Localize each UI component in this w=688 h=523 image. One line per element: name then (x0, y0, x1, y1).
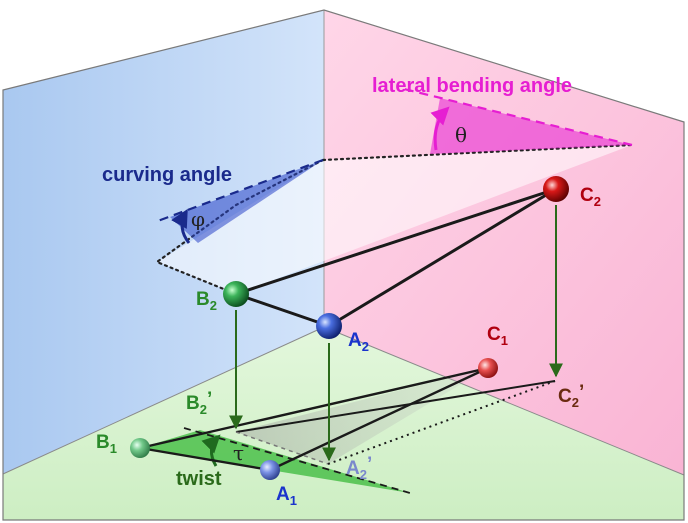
upper-plane-dotted-edge (321, 143, 634, 162)
left-wall (3, 10, 324, 474)
floor-edge-right (323, 326, 685, 476)
upper-plane (157, 145, 632, 294)
edge-A2p-C2p (327, 380, 556, 465)
edge-B2-A2 (235, 292, 330, 328)
tau-symbol: τ (233, 441, 244, 465)
label-C2-sub: 2 (594, 194, 601, 209)
curving-angle-wedge (170, 160, 323, 243)
label-A2-sub: 2 (362, 339, 369, 354)
theta-arc-arrow (430, 106, 450, 151)
label-A2p-sub: 2 (360, 467, 367, 482)
label-C1: C1 (487, 324, 508, 348)
twist-label: twist (176, 468, 222, 490)
tau-arc-arrow (201, 434, 221, 467)
label-C1-letter: C (487, 324, 501, 345)
label-C2-letter: C (580, 185, 594, 206)
frame-border (2, 9, 685, 521)
label-B2p-sub: 2 (200, 402, 207, 417)
ball-C1 (478, 358, 498, 378)
label-B2p-prime: ’ (207, 389, 212, 410)
label-B2-letter: B (196, 289, 210, 310)
edge-B1-A1 (139, 446, 271, 472)
twist-reference-line (183, 427, 411, 494)
phi-arc-arrow (171, 208, 191, 244)
edge-B2-C2 (235, 187, 557, 296)
edge-B1-C1 (139, 366, 489, 450)
label-C2p-prime: ’ (579, 382, 584, 403)
label-B2p-letter: B (186, 393, 200, 414)
floor-edge-left (2, 326, 325, 475)
right-wall (324, 10, 684, 475)
label-A2-letter: A (348, 330, 362, 351)
curving-angle-label: curving angle (102, 164, 232, 186)
label-A1: A1 (276, 484, 297, 508)
label-A2p-letter: A (346, 458, 360, 479)
edge-B2p-A2p (235, 431, 329, 465)
label-B1: B1 (96, 432, 117, 456)
label-A2p-prime: ’ (367, 454, 372, 475)
label-C2-prime: C2’ (558, 382, 584, 410)
projection-shaded-area (236, 368, 488, 464)
lateral-bending-angle-label: lateral bending angle (372, 75, 572, 97)
ball-A1 (260, 460, 280, 480)
ball-B1 (130, 438, 150, 458)
lateral-bending-wedge (430, 98, 632, 154)
edge-B2p-C2p (235, 380, 556, 433)
lateral-bending-reference-line (399, 86, 633, 147)
edge-A1-C1 (269, 366, 489, 472)
phi-symbol: φ (191, 207, 205, 231)
label-C1-sub: 1 (501, 333, 508, 348)
label-A2-prime: A2’ (346, 454, 372, 482)
theta-symbol: θ (455, 123, 467, 147)
label-A1-letter: A (276, 484, 290, 505)
label-A2: A2 (348, 330, 369, 354)
label-B2-sub: 2 (210, 298, 217, 313)
ball-C2 (543, 176, 569, 202)
label-C2p-sub: 2 (572, 395, 579, 410)
label-C2p-letter: C (558, 386, 572, 407)
label-B2: B2 (196, 289, 217, 313)
ball-B2 (223, 281, 249, 307)
edge-A2-C2 (328, 187, 557, 328)
label-B1-sub: 1 (110, 441, 117, 456)
ball-A2 (316, 313, 342, 339)
label-B2-prime: B2’ (186, 389, 212, 417)
label-A1-sub: 1 (290, 493, 297, 508)
label-B1-letter: B (96, 432, 110, 453)
label-C2: C2 (580, 185, 601, 209)
